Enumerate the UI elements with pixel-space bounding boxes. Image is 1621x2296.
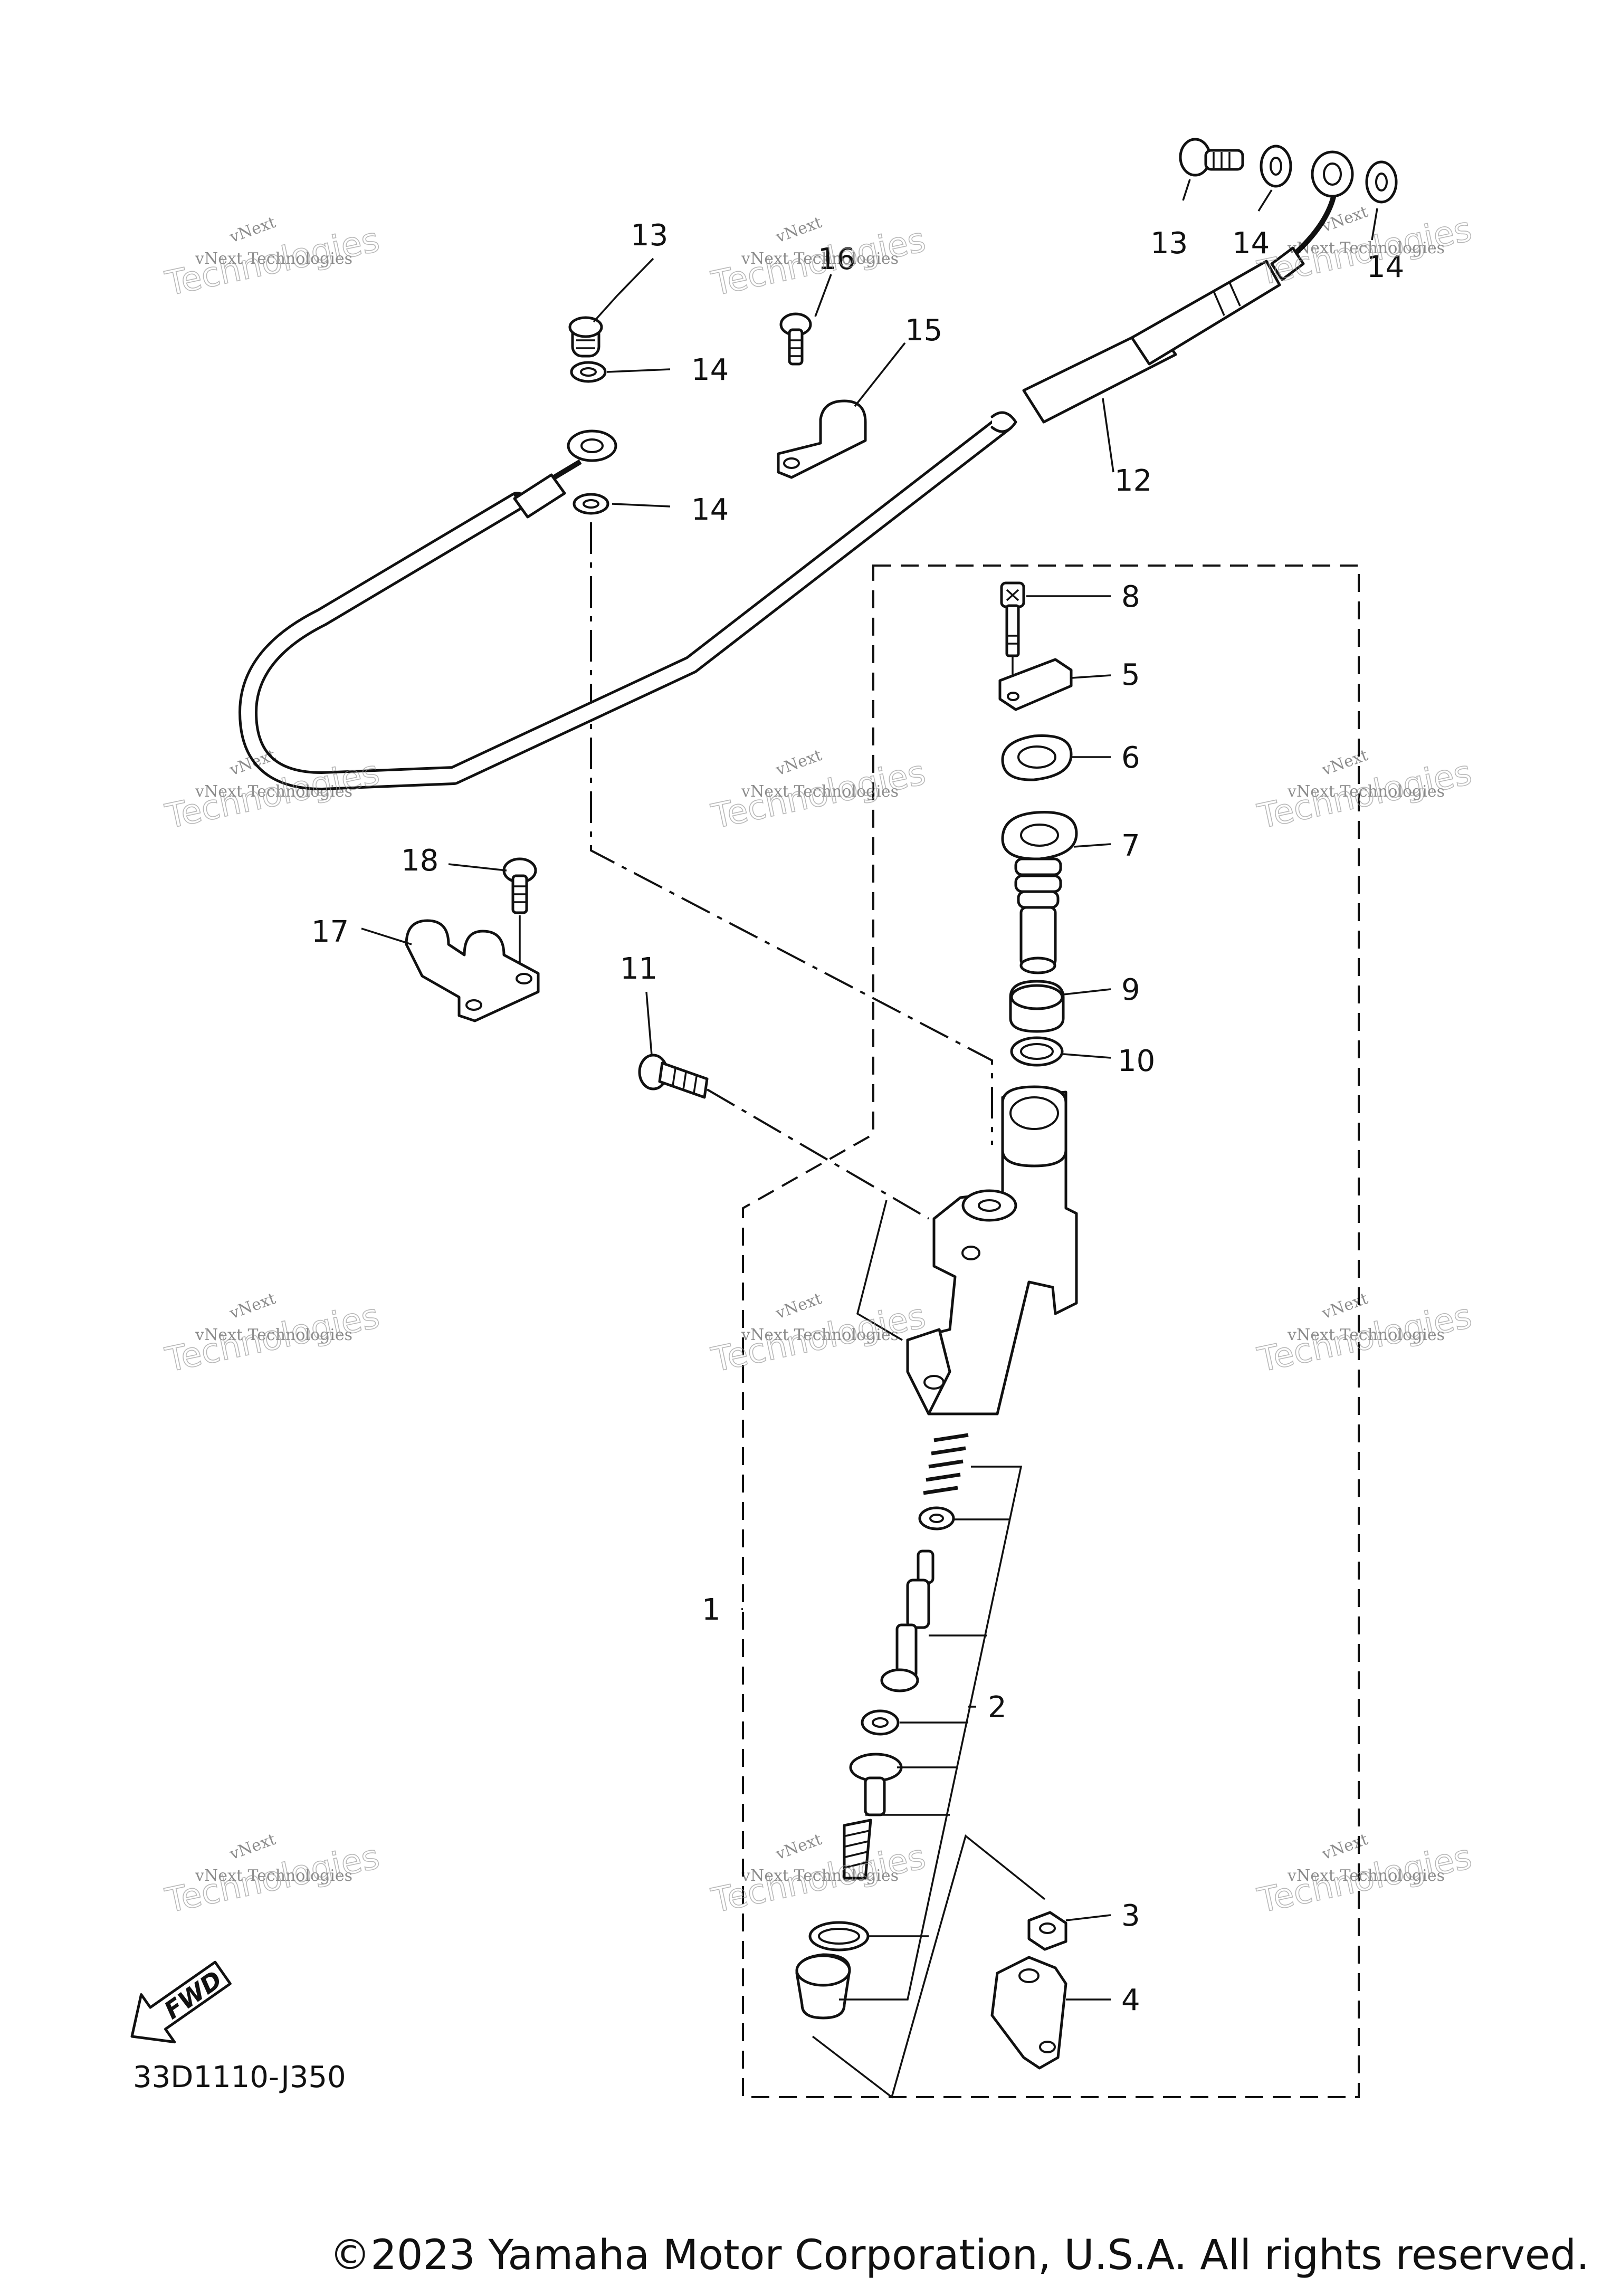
callout-8: 8 (1121, 580, 1140, 614)
callout-12: 12 (1114, 464, 1152, 498)
watermark-top: vNext (773, 1289, 824, 1323)
watermark-top: vNext (1319, 746, 1370, 780)
callout-16: 16 (818, 242, 855, 276)
watermark-small: vNext Technologies (741, 782, 899, 801)
watermark-small: vNext Technologies (741, 1326, 899, 1344)
watermark-big: Technologies (708, 1297, 929, 1380)
cup-secondary (861, 1709, 900, 1736)
watermark-big: Technologies (708, 221, 929, 304)
watermark-small: vNext Technologies (195, 1867, 352, 1885)
watermark-top: vNext (1319, 1289, 1370, 1323)
watermark-small: vNext Technologies (1287, 1326, 1445, 1344)
callout-18: 18 (401, 844, 438, 878)
reservoir-cap-5 (998, 658, 1073, 711)
fwd-arrow-icon: FWD (130, 1960, 232, 2044)
spring (923, 1433, 969, 1495)
copyright-notice: ©2023 Yamaha Motor Corporation, U.S.A. A… (329, 2232, 1589, 2279)
watermark-small: vNext Technologies (195, 1326, 352, 1344)
watermark-big: Technologies (1254, 1297, 1475, 1380)
callout-9: 9 (1121, 973, 1140, 1007)
watermark-small: vNext Technologies (1287, 239, 1445, 257)
watermark-small: vNext Technologies (1287, 1867, 1445, 1885)
boot (795, 1953, 851, 2020)
leader-lines (361, 179, 1378, 2099)
watermark-big: Technologies (708, 1838, 929, 1921)
callout-6: 6 (1121, 741, 1140, 775)
watermark-top: vNext (227, 213, 278, 247)
push-rod (843, 1753, 903, 1880)
hose-clamp-15 (777, 399, 867, 479)
callout-14d: 14 (1367, 250, 1404, 284)
alignment-line-hose (590, 522, 993, 1145)
watermark-top: vNext (1319, 203, 1370, 236)
watermark-small: vNext Technologies (195, 250, 352, 268)
watermark-top: vNext (773, 1830, 824, 1864)
callout-13b: 13 (1150, 226, 1188, 261)
diagram-code: 33D1110-J350 (133, 2060, 346, 2094)
callout-1: 1 (702, 1593, 721, 1627)
nut-3 (1027, 1911, 1067, 1951)
callout-4: 4 (1121, 1983, 1140, 2017)
watermark-top: vNext (227, 1289, 278, 1323)
callout-5: 5 (1121, 658, 1140, 692)
bolt-11 (638, 1054, 709, 1099)
callout-2: 2 (988, 1690, 1007, 1725)
alignment-line-bolt (706, 1088, 930, 1220)
callout-3: 3 (1121, 1899, 1140, 1933)
watermark-big: Technologies (162, 221, 383, 304)
callout-7: 7 (1121, 829, 1140, 863)
watermark-big: Technologies (1254, 1838, 1475, 1921)
master-cylinder-body (906, 1085, 1078, 1415)
callout-17: 17 (311, 915, 349, 949)
watermark-big: Technologies (1254, 753, 1475, 837)
watermark-small: vNext Technologies (741, 250, 899, 268)
watermark-top: vNext (227, 1830, 278, 1864)
banjo-bolt-left (568, 316, 603, 358)
watermark-small: vNext Technologies (741, 1867, 899, 1885)
watermark-top: vNext (773, 746, 824, 780)
joint-4 (990, 1956, 1067, 2070)
callout-10: 10 (1118, 1044, 1155, 1078)
watermark-top: vNext (1319, 1830, 1370, 1864)
watermark-big: Technologies (708, 753, 929, 837)
piston-rod (880, 1549, 935, 1692)
screw-18 (502, 857, 537, 914)
diaphragm-plate-6 (1001, 734, 1073, 781)
hose-clamp-17 (405, 919, 540, 1022)
callout-11: 11 (620, 952, 657, 986)
screw-16 (779, 312, 812, 366)
callout-15: 15 (905, 313, 942, 348)
bolt-8 (1000, 581, 1025, 657)
callout-13: 13 (631, 218, 668, 253)
circlip-10 (1010, 1036, 1064, 1067)
watermark-top: vNext (773, 213, 824, 247)
diaphragm-7 (1001, 811, 1078, 974)
circlip-lower (808, 1921, 870, 1951)
watermark-big: Technologies (162, 1297, 383, 1380)
watermark-big: Technologies (1254, 210, 1475, 293)
watermark-big: Technologies (162, 1838, 383, 1921)
watermark-small: vNext Technologies (1287, 782, 1445, 801)
reservoir-float-9 (1009, 980, 1065, 1033)
cup-primary (918, 1506, 955, 1530)
banjo-bolt-right (1179, 138, 1244, 177)
fwd-label: FWD (159, 1965, 227, 2025)
brake-hose (239, 189, 1338, 790)
watermark-small: vNext Technologies (195, 782, 352, 801)
callout-14b: 14 (691, 493, 729, 527)
callout-14c: 14 (1232, 226, 1270, 261)
callout-14: 14 (691, 353, 729, 387)
